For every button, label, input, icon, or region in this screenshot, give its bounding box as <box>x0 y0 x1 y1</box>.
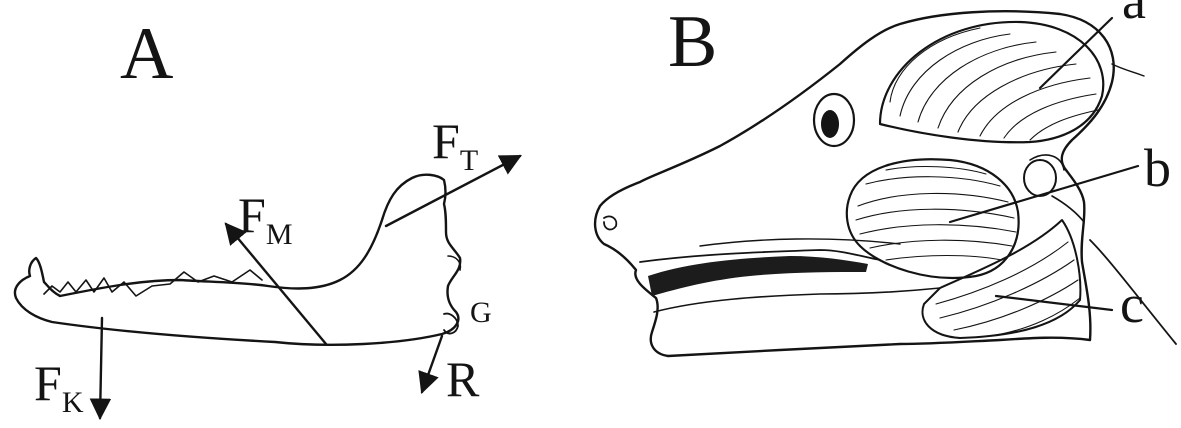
lower-muscle <box>923 220 1081 338</box>
label-b: b <box>1144 138 1171 198</box>
label-ft: FT <box>432 113 478 177</box>
label-fk: FK <box>34 355 84 419</box>
ear-joint <box>1024 160 1056 196</box>
lower-jaw <box>654 288 940 312</box>
jaw-line <box>700 239 900 246</box>
label-g: G <box>470 296 492 329</box>
panel-a: A FT FM FK G R <box>15 13 520 419</box>
panel-b: B <box>595 0 1176 356</box>
snout-detail <box>604 216 616 229</box>
joint-detail <box>1030 155 1084 222</box>
arrow-r <box>422 336 442 392</box>
leader-c <box>996 296 1112 310</box>
panel-b-heading: B <box>668 1 717 83</box>
leader-b <box>950 166 1138 222</box>
arrow-fk <box>100 318 102 418</box>
teeth-row <box>648 256 868 296</box>
eye <box>821 110 839 138</box>
neck-fur <box>1112 64 1144 76</box>
panel-a-heading: A <box>120 13 173 95</box>
label-c: c <box>1120 274 1144 334</box>
label-r: R <box>446 351 480 407</box>
masseter-muscle <box>847 159 1019 278</box>
label-a: a <box>1122 0 1146 30</box>
temporalis-muscle <box>880 22 1103 142</box>
label-fm: FM <box>238 187 293 251</box>
